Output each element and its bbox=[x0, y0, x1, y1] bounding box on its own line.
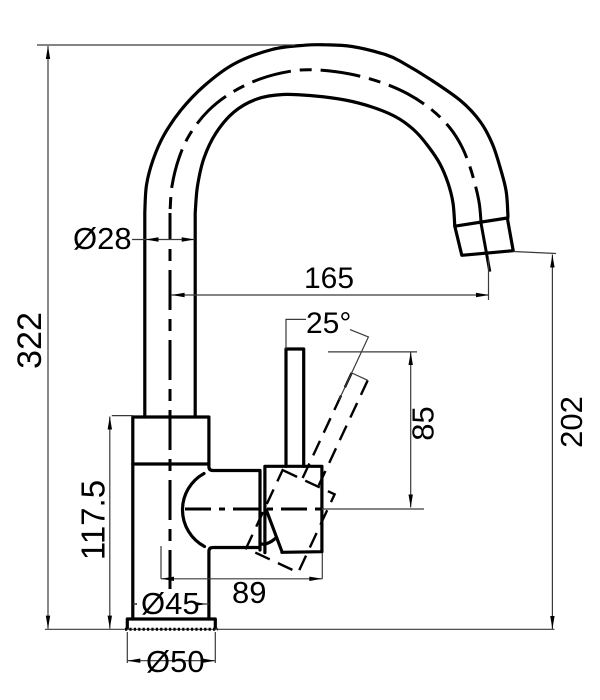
svg-text:25°: 25° bbox=[306, 307, 351, 340]
svg-text:322: 322 bbox=[11, 312, 49, 369]
svg-text:Ø28: Ø28 bbox=[73, 221, 132, 256]
svg-text:202: 202 bbox=[554, 396, 589, 448]
svg-text:117.5: 117.5 bbox=[75, 480, 112, 560]
svg-text:165: 165 bbox=[304, 262, 354, 295]
svg-text:Ø50: Ø50 bbox=[146, 644, 205, 679]
svg-text:85: 85 bbox=[406, 406, 441, 440]
svg-text:Ø45: Ø45 bbox=[141, 586, 200, 621]
svg-text:89: 89 bbox=[232, 575, 266, 610]
